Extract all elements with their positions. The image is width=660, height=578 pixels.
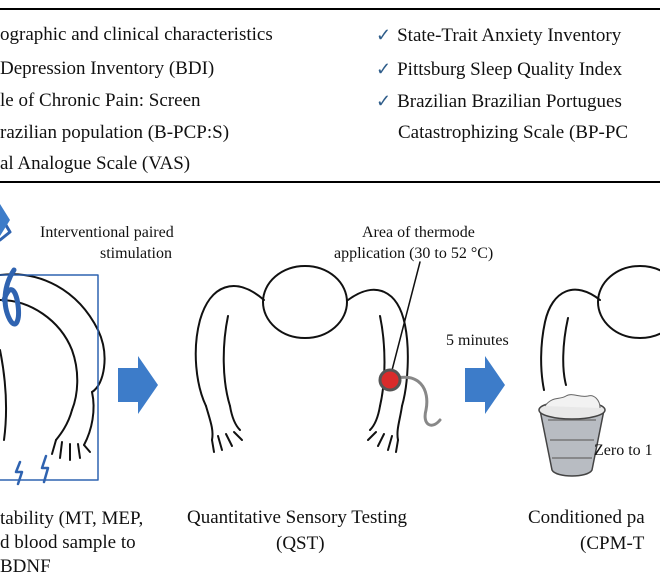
right-caption-line2: (CPM-T [580, 533, 645, 554]
flow-arrow-icon [465, 356, 505, 414]
checklist-right-label: Pittsburg Sleep Quality Index [397, 59, 623, 80]
interventional-label-line2: stimulation [100, 245, 172, 262]
tms-coil-icon [1, 267, 21, 327]
checklist-right-label: State-Trait Anxiety Inventory [397, 25, 622, 46]
left-caption-line2: d blood sample to [0, 532, 136, 553]
middle-figure [194, 265, 409, 453]
checklist-left-item: Depression Inventory (BDI) [0, 58, 215, 79]
checklist-left-item: le of Chronic Pain: Screen [0, 90, 201, 111]
lightning-icon [14, 460, 24, 486]
head-outline [262, 265, 348, 339]
left-caption-line1: tability (MT, MEP, [0, 508, 144, 529]
flow-arrow-icon [118, 356, 158, 414]
checklist-right-item: ✓Brazilian Brazilian Portugues [376, 90, 622, 113]
middle-caption-line2: (QST) [276, 533, 325, 554]
checklist-right-item: ✓Pittsburg Sleep Quality Index [376, 58, 622, 81]
thermode-dot-icon [378, 368, 402, 392]
checklist-right-label: Brazilian Brazilian Portugues [397, 91, 622, 112]
minutes-label: 5 minutes [446, 332, 509, 349]
check-icon: ✓ [376, 91, 392, 111]
head-outline [597, 265, 660, 339]
checklist-left-item: al Analogue Scale (VAS) [0, 153, 191, 174]
middle-caption-line1: Quantitative Sensory Testing [187, 507, 407, 528]
left-caption-line3: BDNF [0, 556, 51, 577]
thermode-label-line2: application (30 to 52 °C) [334, 245, 494, 262]
left-figure-frame [0, 274, 99, 481]
left-figure [0, 273, 106, 461]
ice-bucket-icon [538, 394, 606, 477]
interventional-label-line1: Interventional paired [40, 224, 174, 241]
checklist-right-item: Catastrophizing Scale (BP-PC [398, 122, 629, 143]
lightning-icon [40, 454, 50, 484]
checklist-left-item: razilian population (B-PCP:S) [0, 122, 230, 143]
thermode-label-line1: Area of thermode [362, 224, 475, 241]
check-icon: ✓ [376, 25, 392, 45]
partial-arrow-icon [0, 204, 10, 236]
right-caption-line1: Conditioned pa [528, 507, 645, 528]
checklist-right-item: ✓State-Trait Anxiety Inventory [376, 24, 621, 47]
thermode-cable [388, 375, 442, 427]
checklist-left-item: ographic and clinical characteristics [0, 24, 273, 45]
check-icon: ✓ [376, 59, 392, 79]
right-figure [540, 265, 660, 391]
zero-to-label: Zero to 1 [594, 442, 653, 459]
checklist-box [0, 8, 660, 183]
thermode-pointer [389, 261, 421, 379]
